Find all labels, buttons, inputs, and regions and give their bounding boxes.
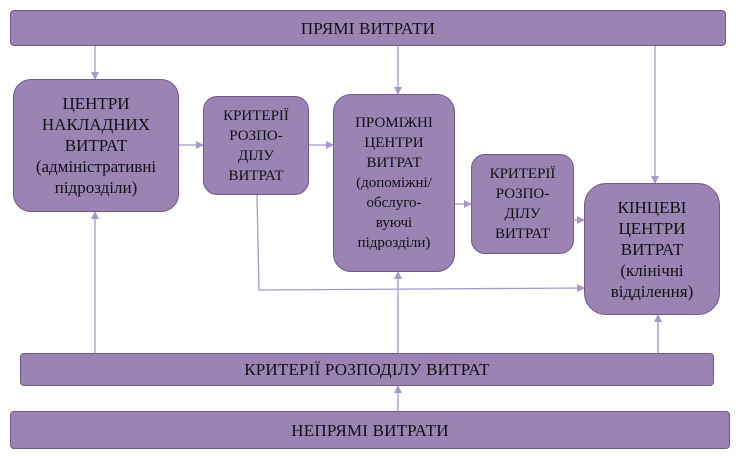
final-line-4: (клінічні bbox=[620, 260, 684, 280]
criteria2-line-2: РОЗПО- bbox=[495, 186, 550, 202]
overhead-line-2: НАКЛАДНИХ bbox=[41, 115, 151, 134]
intermediate-line-3: ВИТРАТ bbox=[366, 155, 422, 171]
intermediate-line-2: ЦЕНТРИ bbox=[364, 135, 424, 151]
final-centers-box: КІНЦЕВІ ЦЕНТРИ ВИТРАТ (клінічні відділен… bbox=[584, 183, 720, 315]
final-line-1: КІНЦЕВІ bbox=[617, 197, 687, 217]
final-line-3: ВИТРАТ bbox=[620, 239, 684, 259]
criteria1-line-1: КРИТЕРІЇ bbox=[223, 107, 289, 124]
final-line-2: ЦЕНТРИ bbox=[618, 218, 686, 238]
allocation-criteria-label: КРИТЕРІЇ РОЗПОДІЛУ ВИТРАТ bbox=[244, 360, 490, 379]
allocation-criteria-bar: КРИТЕРІЇ РОЗПОДІЛУ ВИТРАТ bbox=[20, 353, 714, 386]
overhead-line-4: (адміністративні bbox=[35, 157, 157, 176]
criteria-box-2: КРИТЕРІЇ РОЗПО- ДІЛУ ВИТРАТ bbox=[471, 154, 574, 254]
criteria1-line-3: ДІЛУ bbox=[237, 147, 275, 164]
overhead-centers-box: ЦЕНТРИ НАКЛАДНИХ ВИТРАТ (адміністративні… bbox=[13, 79, 179, 212]
criteria1-line-2: РОЗПО- bbox=[229, 127, 283, 144]
intermediate-line-4: (допоміжні/ bbox=[356, 175, 432, 191]
indirect-costs-label: НЕПРЯМІ ВИТРАТИ bbox=[291, 420, 449, 440]
direct-costs-bar: ПРЯМІ ВИТРАТИ bbox=[10, 10, 726, 46]
criteria2-line-4: ВИТРАТ bbox=[494, 226, 551, 242]
intermediate-centers-box: ПРОМІЖНІ ЦЕНТРИ ВИТРАТ (допоміжні/ обслу… bbox=[333, 94, 455, 272]
criteria2-line-1: КРИТЕРІЇ bbox=[489, 166, 556, 182]
intermediate-line-1: ПРОМІЖНІ bbox=[355, 115, 433, 131]
overhead-line-5: підрозділи) bbox=[54, 178, 138, 197]
intermediate-line-5: обслуго- bbox=[366, 195, 422, 211]
indirect-costs-bar: НЕПРЯМІ ВИТРАТИ bbox=[10, 411, 730, 449]
criteria-box-1: КРИТЕРІЇ РОЗПО- ДІЛУ ВИТРАТ bbox=[203, 96, 309, 195]
criteria2-line-3: ДІЛУ bbox=[504, 206, 541, 222]
intermediate-line-6: вуючі bbox=[375, 215, 413, 231]
criteria1-line-4: ВИТРАТ bbox=[228, 167, 284, 184]
intermediate-line-7: підрозділи) bbox=[357, 235, 431, 251]
direct-costs-label: ПРЯМІ ВИТРАТИ bbox=[300, 18, 436, 38]
final-line-5: відділення) bbox=[610, 281, 694, 301]
overhead-line-1: ЦЕНТРИ bbox=[62, 94, 130, 113]
overhead-line-3: ВИТРАТ bbox=[64, 136, 128, 155]
